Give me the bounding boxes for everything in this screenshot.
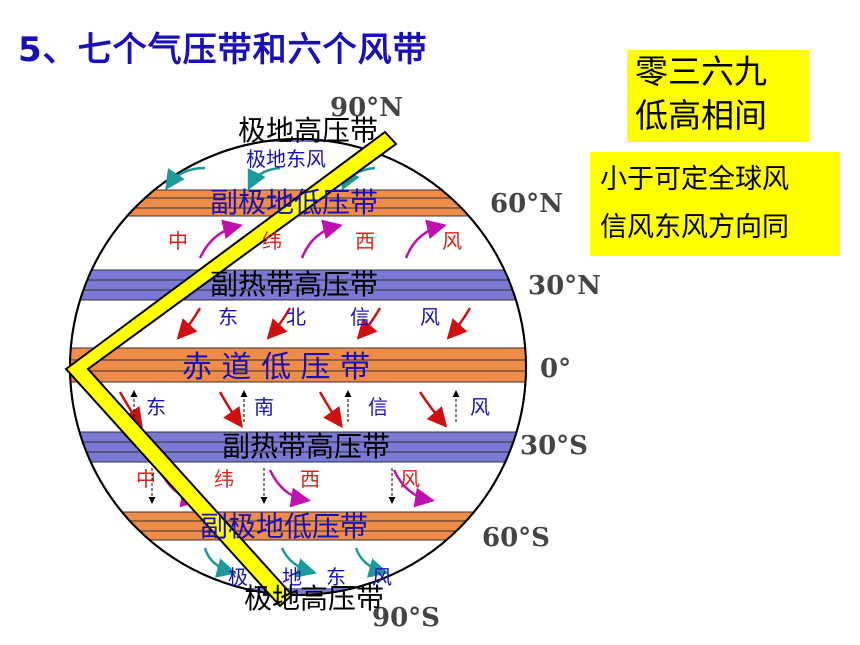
south-westerly-char-4: 风 — [400, 467, 420, 491]
south-westerly-char-3: 西 — [300, 467, 320, 491]
latitude-60s: 60°S — [482, 523, 550, 553]
north-trade-char-3: 信 — [350, 305, 370, 329]
south-polar-high-label: 极地高压带 — [244, 582, 384, 615]
south-subpolar-low-label: 副极地低压带 — [200, 510, 368, 543]
note-top-line-2: 低高相间 — [635, 96, 767, 135]
south-trade-char-3: 信 — [368, 395, 388, 419]
note-bottom-line-2: 信风东风方向同 — [600, 212, 789, 243]
band-south-subpolar-low — [70, 511, 526, 541]
north-westerly-arrows — [198, 219, 447, 259]
mnemonic-note-bottom: 小于可定全球风 信风东风方向同 — [590, 152, 840, 256]
latitude-90s: 90°S — [372, 603, 440, 633]
latitude-30n: 30°N — [528, 271, 601, 301]
north-subpolar-low-label: 副极地低压带 — [210, 186, 378, 219]
latitude-eq: 0° — [540, 354, 571, 384]
north-trade-char-4: 风 — [420, 305, 440, 329]
south-polar-easterly-arrows — [203, 547, 389, 578]
south-trade-arrows — [118, 391, 448, 429]
north-westerly-char-3: 西 — [355, 229, 375, 253]
mnemonic-note-top: 零三六九 低高相间 — [627, 50, 809, 142]
latitude-90n: 90°N — [330, 93, 403, 123]
band-north-polar-high — [70, 139, 526, 142]
equatorial-low-label: 赤 道 低 压 带 — [182, 350, 370, 385]
north-trade-char-2: 北 — [286, 305, 306, 329]
north-trade-char-1: 东 — [218, 305, 238, 329]
south-trade-char-4: 风 — [470, 395, 490, 419]
north-polar-high-label: 极地高压带 — [238, 114, 378, 147]
south-subtropical-high-label: 副热带高压带 — [222, 430, 390, 463]
note-bottom-line-1: 小于可定全球风 — [600, 164, 789, 195]
south-westerly-char-1: 中 — [136, 467, 156, 491]
south-trade-char-2: 南 — [254, 395, 274, 419]
south-polar-easterly-char-1: 极 — [228, 565, 248, 589]
band-equatorial-low — [70, 347, 526, 383]
south-trade-dashed-arrows — [130, 390, 460, 422]
south-polar-easterly-char-4: 风 — [372, 565, 392, 589]
north-westerly-char-4: 风 — [442, 229, 462, 253]
north-westerly-char-1: 中 — [168, 229, 188, 253]
chevron-icon — [64, 130, 398, 608]
slide-title: 5、七个气压带和六个风带 — [18, 30, 428, 70]
south-polar-easterly-char-2: 地 — [282, 565, 302, 589]
south-polar-easterly-char-3: 东 — [326, 565, 346, 589]
latitude-30s: 30°S — [520, 431, 588, 461]
north-trade-arrows — [176, 307, 472, 340]
note-top-line-1: 零三六九 — [635, 52, 767, 91]
south-westerly-dashed-arrows — [148, 468, 396, 504]
north-polar-easterly-label: 极地东风 — [246, 147, 326, 171]
latitude-60n: 60°N — [490, 189, 563, 219]
band-north-subtropical-high — [70, 269, 526, 301]
north-subtropical-high-label: 副热带高压带 — [210, 268, 378, 301]
south-westerly-char-2: 纬 — [214, 467, 234, 491]
south-trade-char-1: 东 — [146, 395, 166, 419]
band-south-polar-high — [70, 588, 526, 595]
north-westerly-char-2: 纬 — [262, 229, 282, 253]
